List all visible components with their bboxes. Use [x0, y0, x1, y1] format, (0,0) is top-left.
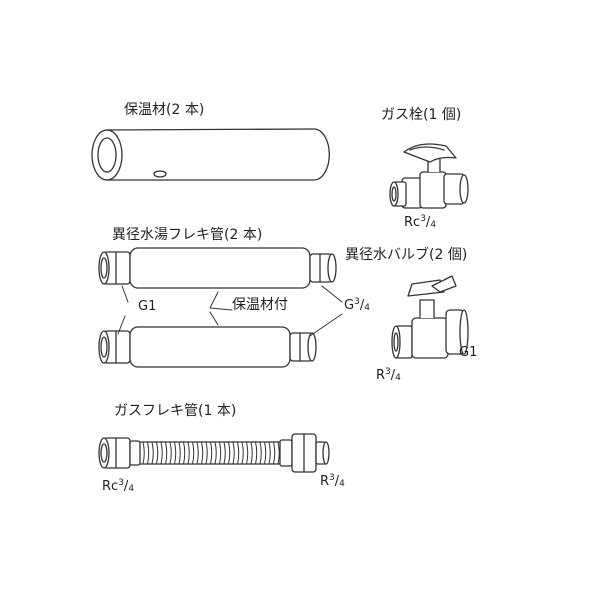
corrugation-ridge	[246, 441, 249, 465]
gas-flex-hose-drawing	[98, 433, 330, 473]
reducer-hose-top-drawing	[98, 247, 337, 289]
corrugation-ridge	[228, 441, 231, 465]
corrugation-ridge	[160, 441, 163, 465]
insulation-label: 保温材(2 本)	[124, 102, 205, 118]
insulation-tube-drawing	[91, 128, 330, 181]
reducer-valve-label: 異径水バルブ(2 個)	[345, 247, 468, 263]
reducer-valve-drawing	[391, 275, 469, 359]
hose-g34-thread-label: G3/4	[344, 297, 370, 313]
corrugation-ridge	[201, 441, 204, 465]
corrugation-ridge	[192, 441, 195, 465]
corrugation-ridge	[183, 441, 186, 465]
gas-valve-thread-label: Rc3/4	[404, 214, 437, 230]
hose-leader-lines	[117, 285, 343, 337]
gas-valve-drawing	[389, 143, 469, 209]
hose-g1-thread-label: G1	[138, 299, 157, 314]
gas-valve-label: ガス栓(1 個)	[381, 107, 462, 123]
corrugation-ridge	[223, 441, 226, 465]
corrugation-ridge	[264, 441, 267, 465]
gas-hose-r34-thread-label: R3/4	[320, 473, 345, 489]
gas-hose-rc34-thread-label: Rc3/4	[102, 478, 135, 494]
corrugation-ridge	[255, 441, 258, 465]
corrugation-ridge	[169, 441, 172, 465]
corrugation-ridge	[210, 441, 213, 465]
corrugation-ridge	[237, 441, 240, 465]
corrugation-ridge	[273, 441, 276, 465]
corrugation-ridge	[232, 441, 235, 465]
corrugation-ridge	[205, 441, 208, 465]
corrugation-ridge	[151, 441, 154, 465]
corrugation-ridge	[268, 441, 271, 465]
reducer-hose-bottom-drawing	[98, 326, 317, 368]
corrugation-ridge	[250, 441, 253, 465]
corrugation-ridge	[142, 441, 145, 465]
corrugation-ridge	[165, 441, 168, 465]
corrugation-ridge	[241, 441, 244, 465]
valve-g1-thread-label: G1	[459, 345, 478, 360]
reducer-hose-label: 異径水湯フレキ管(2 本)	[112, 227, 263, 243]
with-insulation-label: 保温材付	[232, 297, 288, 313]
corrugation-ridge	[259, 441, 262, 465]
corrugation-ridge	[147, 441, 150, 465]
corrugation-ridge	[187, 441, 190, 465]
corrugation-ridge	[178, 441, 181, 465]
gas-hose-label: ガスフレキ管(1 本)	[114, 403, 237, 419]
corrugation-ridge	[156, 441, 159, 465]
corrugation-ridge	[277, 441, 280, 465]
corrugation-ridge	[214, 441, 217, 465]
corrugation-ridge	[219, 441, 222, 465]
corrugation-ridge	[174, 441, 177, 465]
valve-r34-thread-label: R3/4	[376, 367, 401, 383]
corrugation-ridge	[196, 441, 199, 465]
corrugation-ridges	[142, 441, 280, 465]
